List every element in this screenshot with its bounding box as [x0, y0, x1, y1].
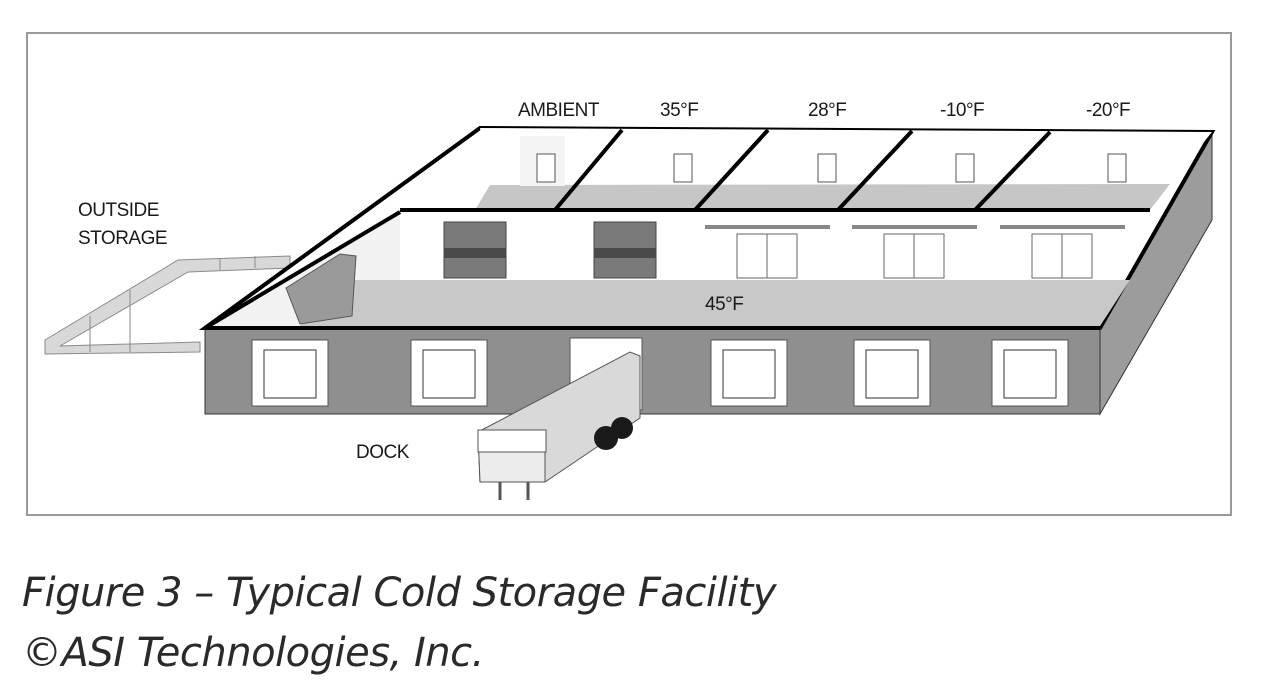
- side-door-icon: [285, 253, 357, 325]
- corridor-floor: [300, 280, 1130, 326]
- zone-label-minus10f: -10°F: [940, 100, 984, 121]
- zone-label-ambient: AMBIENT: [518, 100, 600, 121]
- outside-storage-fence: [44, 255, 291, 355]
- outside-storage-label-line2: STORAGE: [78, 228, 167, 249]
- zone-label-28f: 28°F: [808, 100, 846, 121]
- dock-front-wall: [204, 327, 1101, 415]
- zone-label-minus20f: -20°F: [1086, 100, 1130, 121]
- zone-label-35f: 35°F: [660, 100, 698, 121]
- roll-up-door-icon: [443, 221, 657, 279]
- figure-caption-title: Figure 3 – Typical Cold Storage Facility: [22, 570, 777, 616]
- dock-label: DOCK: [356, 442, 410, 463]
- cold-rooms: [400, 128, 1212, 212]
- figure-caption-credit: ©ASI Technologies, Inc.: [22, 630, 484, 676]
- double-door-icon: [705, 225, 1125, 279]
- trailer-truck-icon: [477, 351, 641, 500]
- zone-label-45f: 45°F: [705, 294, 743, 315]
- outside-storage-label-line1: OUTSIDE: [78, 200, 159, 221]
- cold-room-door-icon: [536, 153, 1127, 183]
- cold-storage-facility-diagram: AMBIENT 35°F 28°F -10°F -20°F 45°F OUTSI…: [44, 100, 1216, 500]
